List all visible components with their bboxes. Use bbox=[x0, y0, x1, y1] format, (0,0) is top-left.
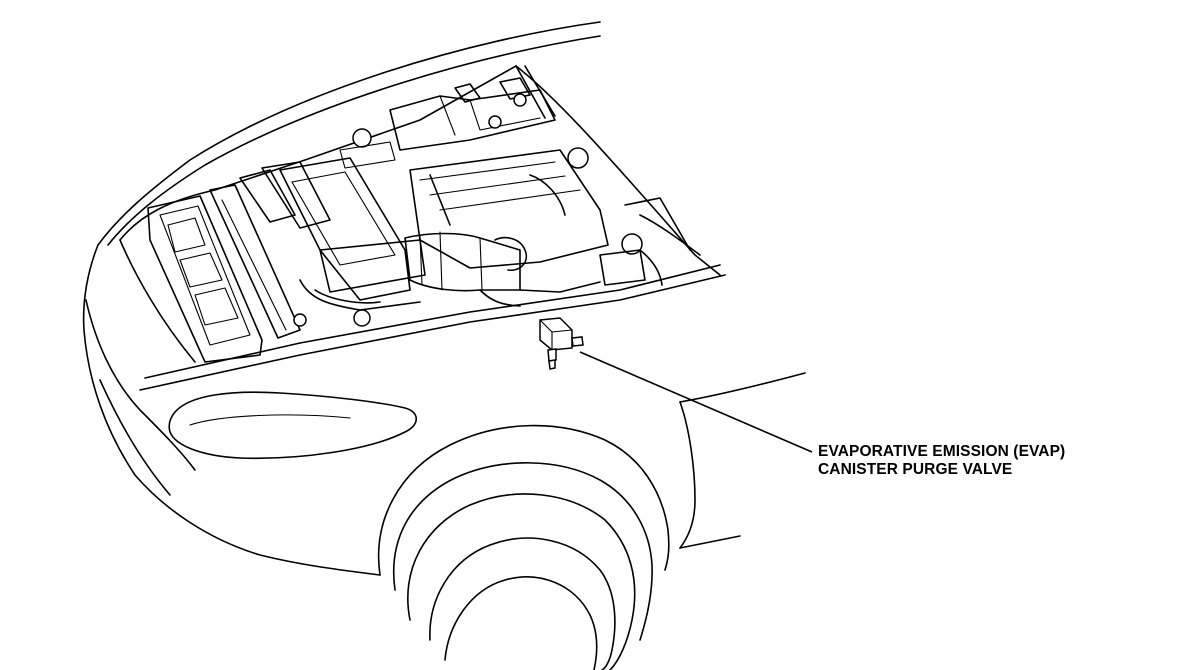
callout-line-1: EVAPORATIVE EMISSION (EVAP) bbox=[818, 443, 1066, 460]
callout-leader-line bbox=[579, 351, 813, 453]
hoses bbox=[479, 197, 701, 307]
body-front bbox=[82, 244, 806, 576]
front-wheel bbox=[377, 424, 670, 670]
evap-purge-valve bbox=[539, 317, 584, 370]
hood-outline bbox=[119, 65, 721, 363]
callout-line-2: CANISTER PURGE VALVE bbox=[818, 461, 1013, 478]
engine-bay-left bbox=[147, 161, 331, 363]
battery bbox=[389, 77, 556, 151]
headlight bbox=[168, 391, 418, 460]
evap-purge-valve-label: EVAPORATIVE EMISSION (EVAP) CANISTER PUR… bbox=[818, 443, 1065, 479]
air-box bbox=[279, 128, 426, 327]
engine-cover bbox=[409, 147, 663, 286]
